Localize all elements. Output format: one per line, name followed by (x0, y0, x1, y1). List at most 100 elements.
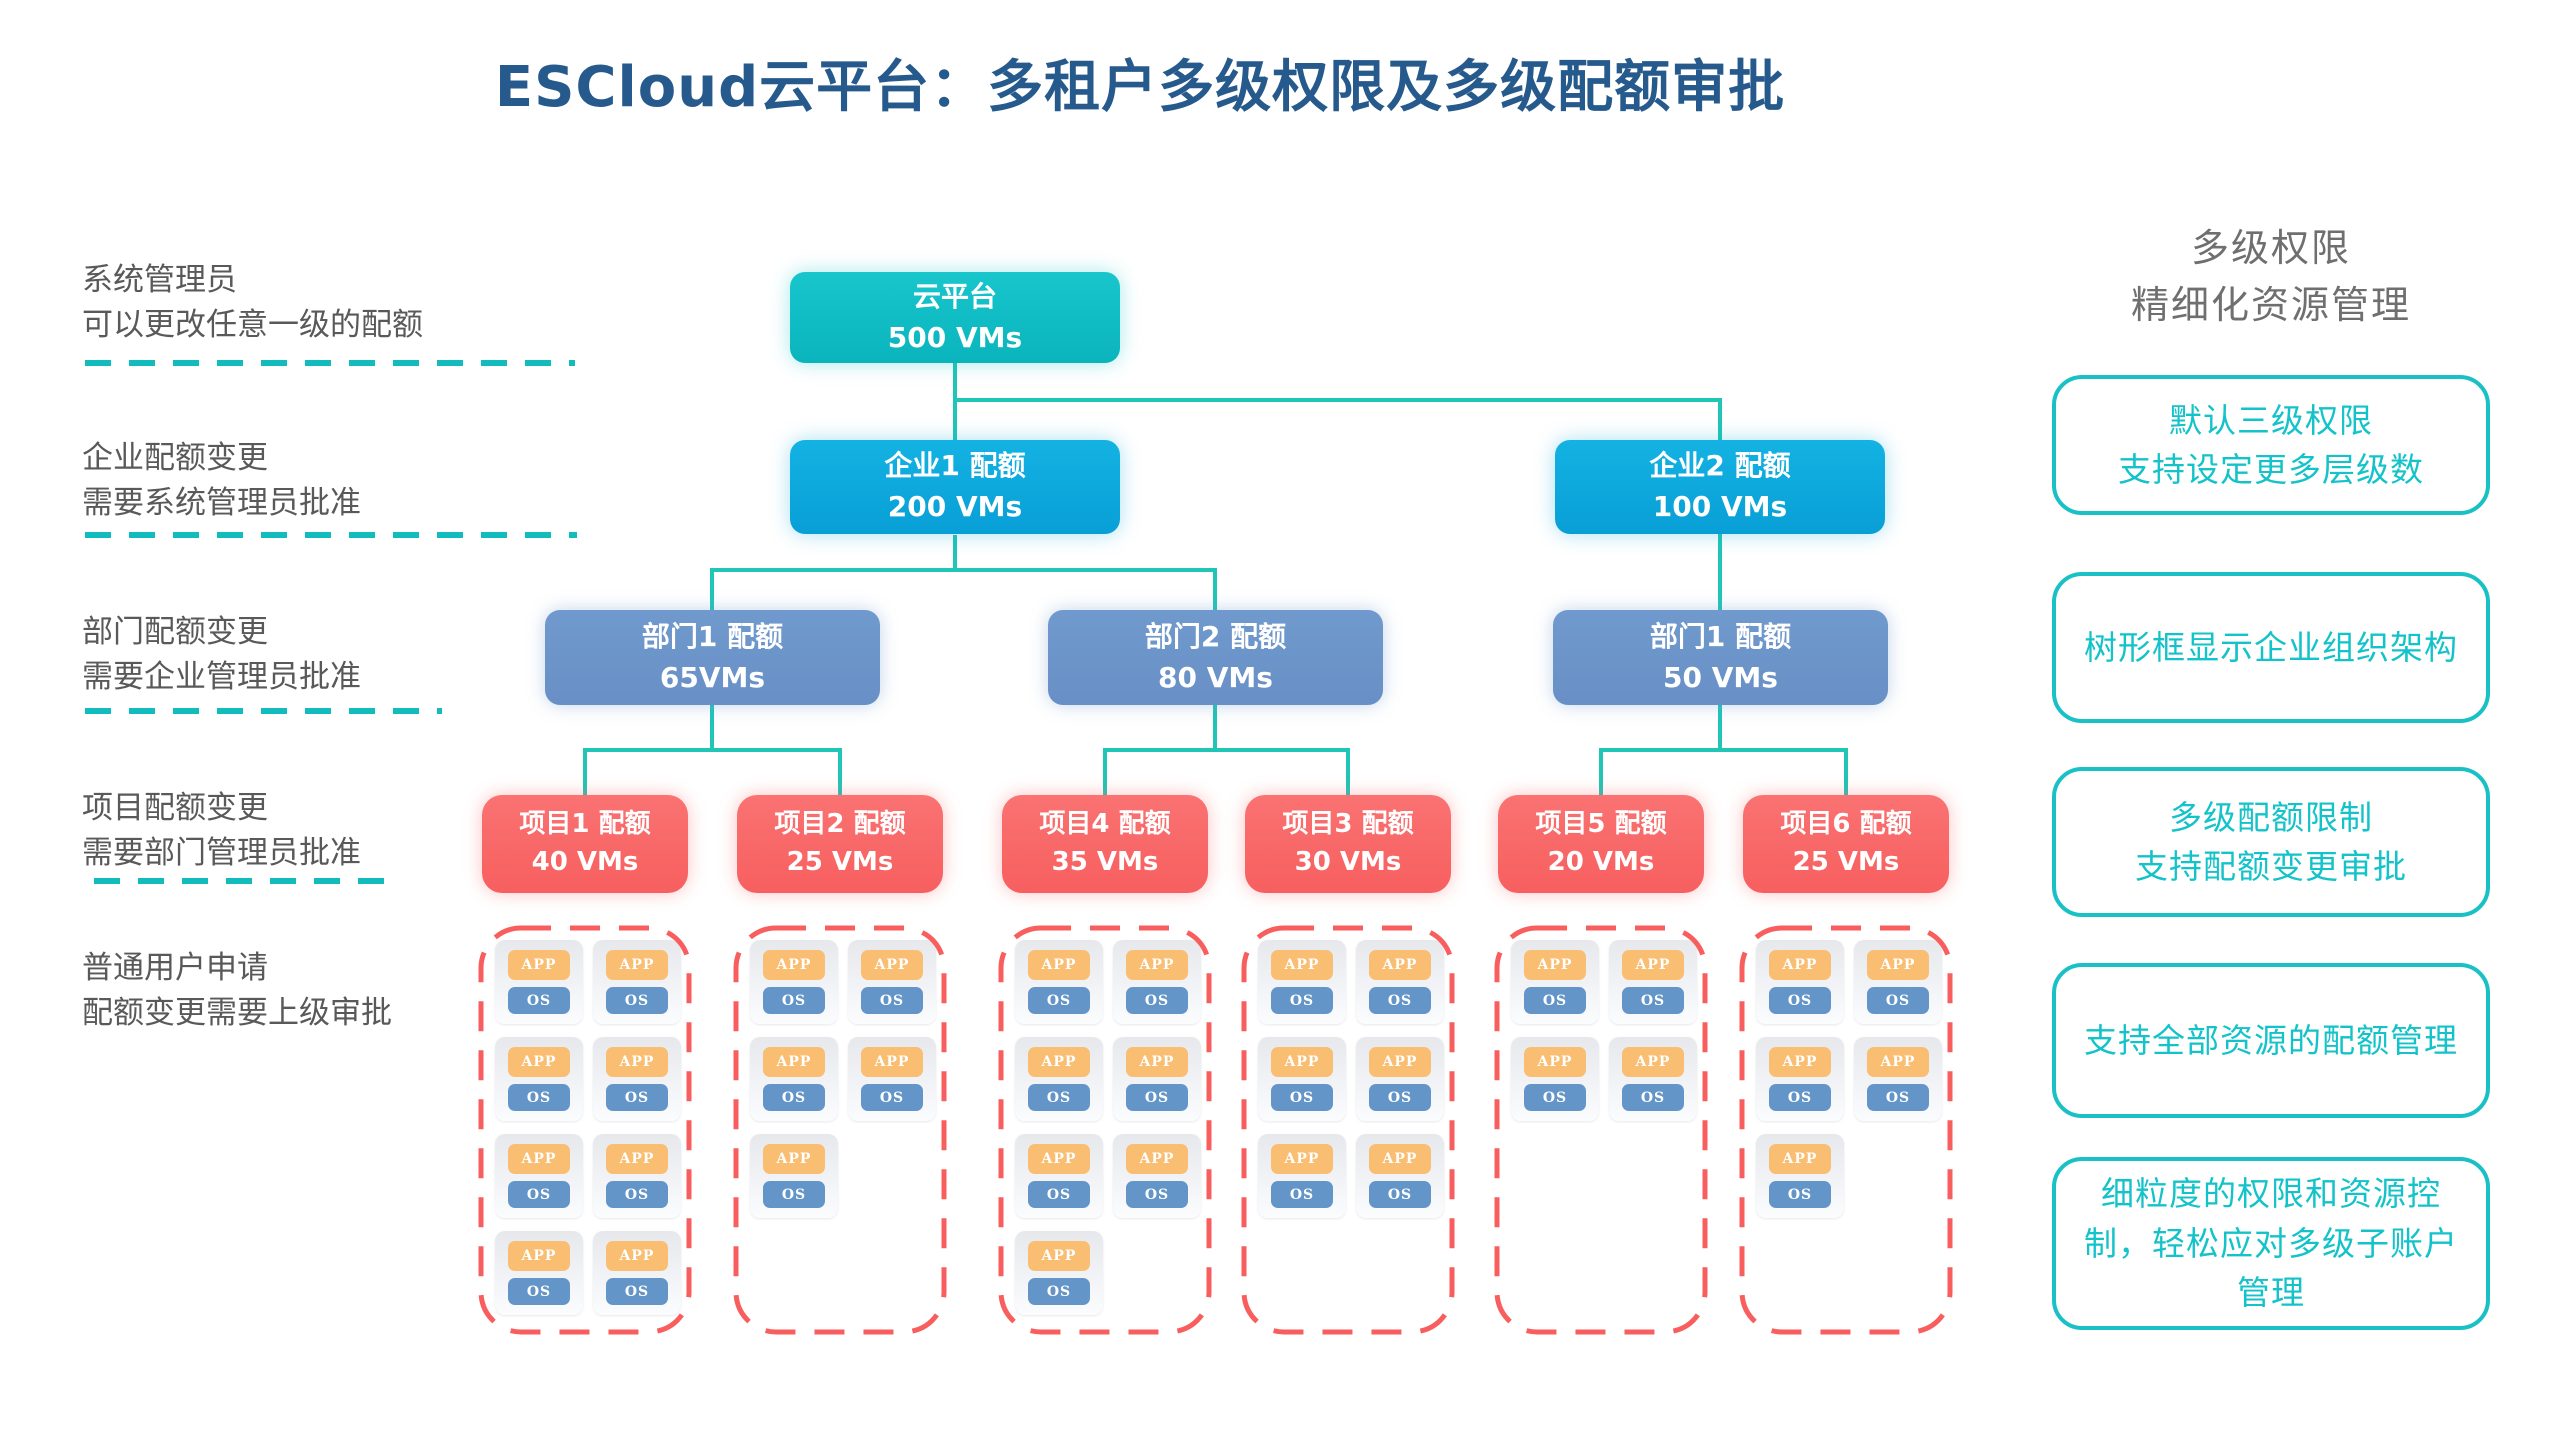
os-chip: OS (861, 1084, 923, 1111)
app-chip: APP (763, 950, 825, 980)
annotation-normal-user: 普通用户申请 配额变更需要上级审批 (82, 946, 392, 1036)
node-department-1: 部门1 配额 65VMs (545, 610, 880, 705)
os-chip: OS (1126, 1181, 1188, 1208)
annotation-system-admin: 系统管理员 可以更改任意一级的配额 (82, 258, 423, 348)
app-chip: APP (1028, 1047, 1090, 1077)
os-chip: OS (1369, 1181, 1431, 1208)
node-department-1-ent2: 部门1 配额 50 VMs (1553, 610, 1888, 705)
vm-card: APP OS (1113, 1134, 1201, 1218)
annotation-line: 企业配额变更 (82, 440, 268, 476)
node-title: 云平台 (912, 279, 997, 313)
node-title: 项目1 配额 (519, 809, 651, 840)
vm-card: APP OS (593, 1231, 681, 1315)
annotation-line: 需要部门管理员批准 (82, 834, 361, 871)
os-chip: OS (508, 1181, 570, 1208)
node-quota: 35 VMs (1051, 847, 1159, 877)
vm-group-border (1739, 925, 1953, 1335)
app-chip: APP (1126, 1144, 1188, 1174)
app-chip: APP (1524, 950, 1586, 980)
vm-card: APP OS (1015, 940, 1103, 1024)
page-title: ESCloud云平台：多租户多级权限及多级配额审批 (494, 55, 1786, 120)
app-chip: APP (861, 1047, 923, 1077)
node-enterprise-2: 企业2 配额 100 VMs (1555, 440, 1885, 534)
vm-card: APP OS (593, 940, 681, 1024)
os-chip: OS (1369, 987, 1431, 1014)
vm-card: APP OS (1356, 1037, 1444, 1121)
os-chip: OS (763, 987, 825, 1014)
os-chip: OS (1769, 1181, 1831, 1208)
app-chip: APP (1369, 1047, 1431, 1077)
annotation-department-quota: 部门配额变更 需要企业管理员批准 (82, 610, 361, 700)
app-chip: APP (1028, 950, 1090, 980)
node-quota: 80 VMs (1158, 660, 1273, 694)
vm-group-border (733, 925, 947, 1335)
app-chip: APP (508, 950, 570, 980)
os-chip: OS (606, 987, 668, 1014)
node-title: 部门2 配额 (1144, 619, 1287, 653)
annotation-line: 配额变更需要上级审批 (82, 994, 392, 1031)
os-chip: OS (1369, 1084, 1431, 1111)
node-title: 部门1 配额 (1649, 619, 1792, 653)
os-chip: OS (1028, 987, 1090, 1014)
node-title: 企业2 配额 (1649, 449, 1791, 483)
annotation-line: 部门配额变更 (82, 614, 268, 650)
os-chip: OS (1028, 1181, 1090, 1208)
node-enterprise-1: 企业1 配额 200 VMs (790, 440, 1120, 534)
os-chip: OS (508, 1278, 570, 1305)
annotation-line: 系统管理员 (82, 262, 237, 298)
app-chip: APP (1769, 1047, 1831, 1077)
annotation-line: 普通用户申请 (82, 950, 268, 986)
annotation-enterprise-quota: 企业配额变更 需要系统管理员批准 (82, 436, 361, 526)
app-chip: APP (1271, 1144, 1333, 1174)
app-chip: APP (1271, 1047, 1333, 1077)
os-chip: OS (763, 1181, 825, 1208)
app-chip: APP (1867, 1047, 1929, 1077)
os-chip: OS (606, 1084, 668, 1111)
os-chip: OS (1867, 987, 1929, 1014)
os-chip: OS (1271, 987, 1333, 1014)
app-chip: APP (606, 1241, 668, 1271)
node-quota: 500 VMs (887, 320, 1023, 354)
app-chip: APP (606, 950, 668, 980)
node-cloud-platform: 云平台 500 VMs (790, 272, 1120, 363)
os-chip: OS (1126, 1084, 1188, 1111)
node-title: 项目2 配额 (774, 809, 906, 840)
annotation-line: 需要企业管理员批准 (82, 658, 361, 695)
app-chip: APP (1126, 1047, 1188, 1077)
os-chip: OS (1524, 1084, 1586, 1111)
node-project-2: 项目2 配额 25 VMs (737, 795, 943, 893)
vm-card: APP OS (848, 1037, 936, 1121)
node-project-3: 项目3 配额 30 VMs (1245, 795, 1451, 893)
vm-card: APP OS (750, 940, 838, 1024)
vm-group-border (1494, 925, 1708, 1335)
app-chip: APP (606, 1144, 668, 1174)
app-chip: APP (1524, 1047, 1586, 1077)
node-quota: 30 VMs (1294, 847, 1402, 877)
os-chip: OS (606, 1278, 668, 1305)
node-title: 项目6 配额 (1780, 809, 1912, 840)
